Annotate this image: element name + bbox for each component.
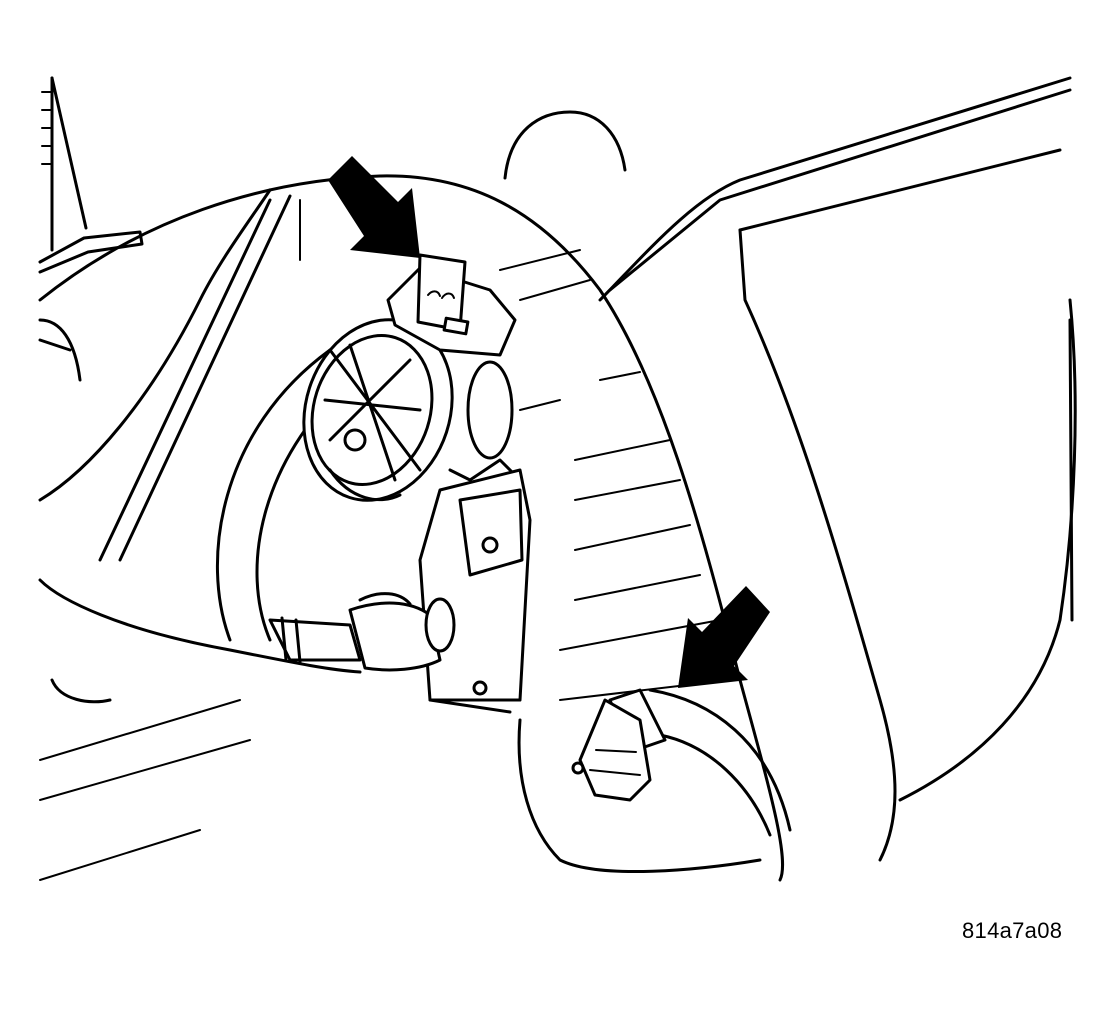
pump-assembly [302,318,522,522]
bracket [418,468,532,714]
upper-arrow-icon [328,156,420,258]
upper-connector [386,253,517,357]
lower-connector [571,688,792,837]
body-outline [38,76,1077,882]
upper-left-panel [38,76,144,274]
floor-ribs [38,249,731,881]
lower-arrow-icon [678,586,770,688]
figure-id-label: 814a7a08 [962,918,1063,943]
hose [268,592,456,672]
